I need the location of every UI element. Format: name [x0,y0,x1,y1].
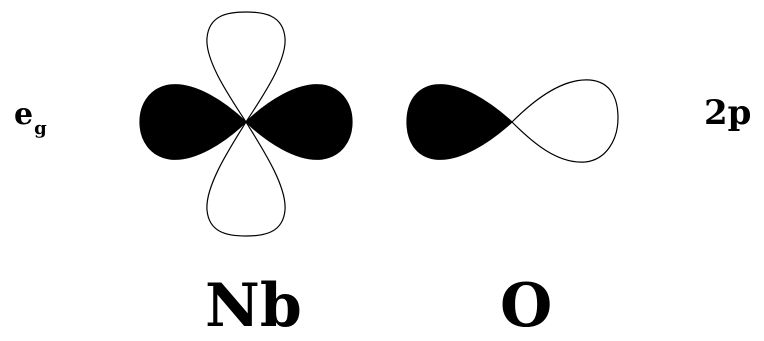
nb-lobe-bottom [206,120,286,237]
o-2p-orbital [406,79,619,163]
o-lobe-left [406,84,513,160]
nb-lobe-right [245,84,353,160]
o-lobe-right [511,79,619,163]
nb-lobe-top [206,11,286,124]
atom-label-o: O [500,271,553,341]
eg-label-subscript: g [34,118,47,139]
2p-label: 2p [704,93,752,133]
eg-label-main: e [14,97,34,132]
eg-label: eg [14,97,47,138]
nb-eg-orbital [139,11,353,237]
atom-label-nb: Nb [205,271,302,341]
nb-lobe-left [139,84,247,160]
